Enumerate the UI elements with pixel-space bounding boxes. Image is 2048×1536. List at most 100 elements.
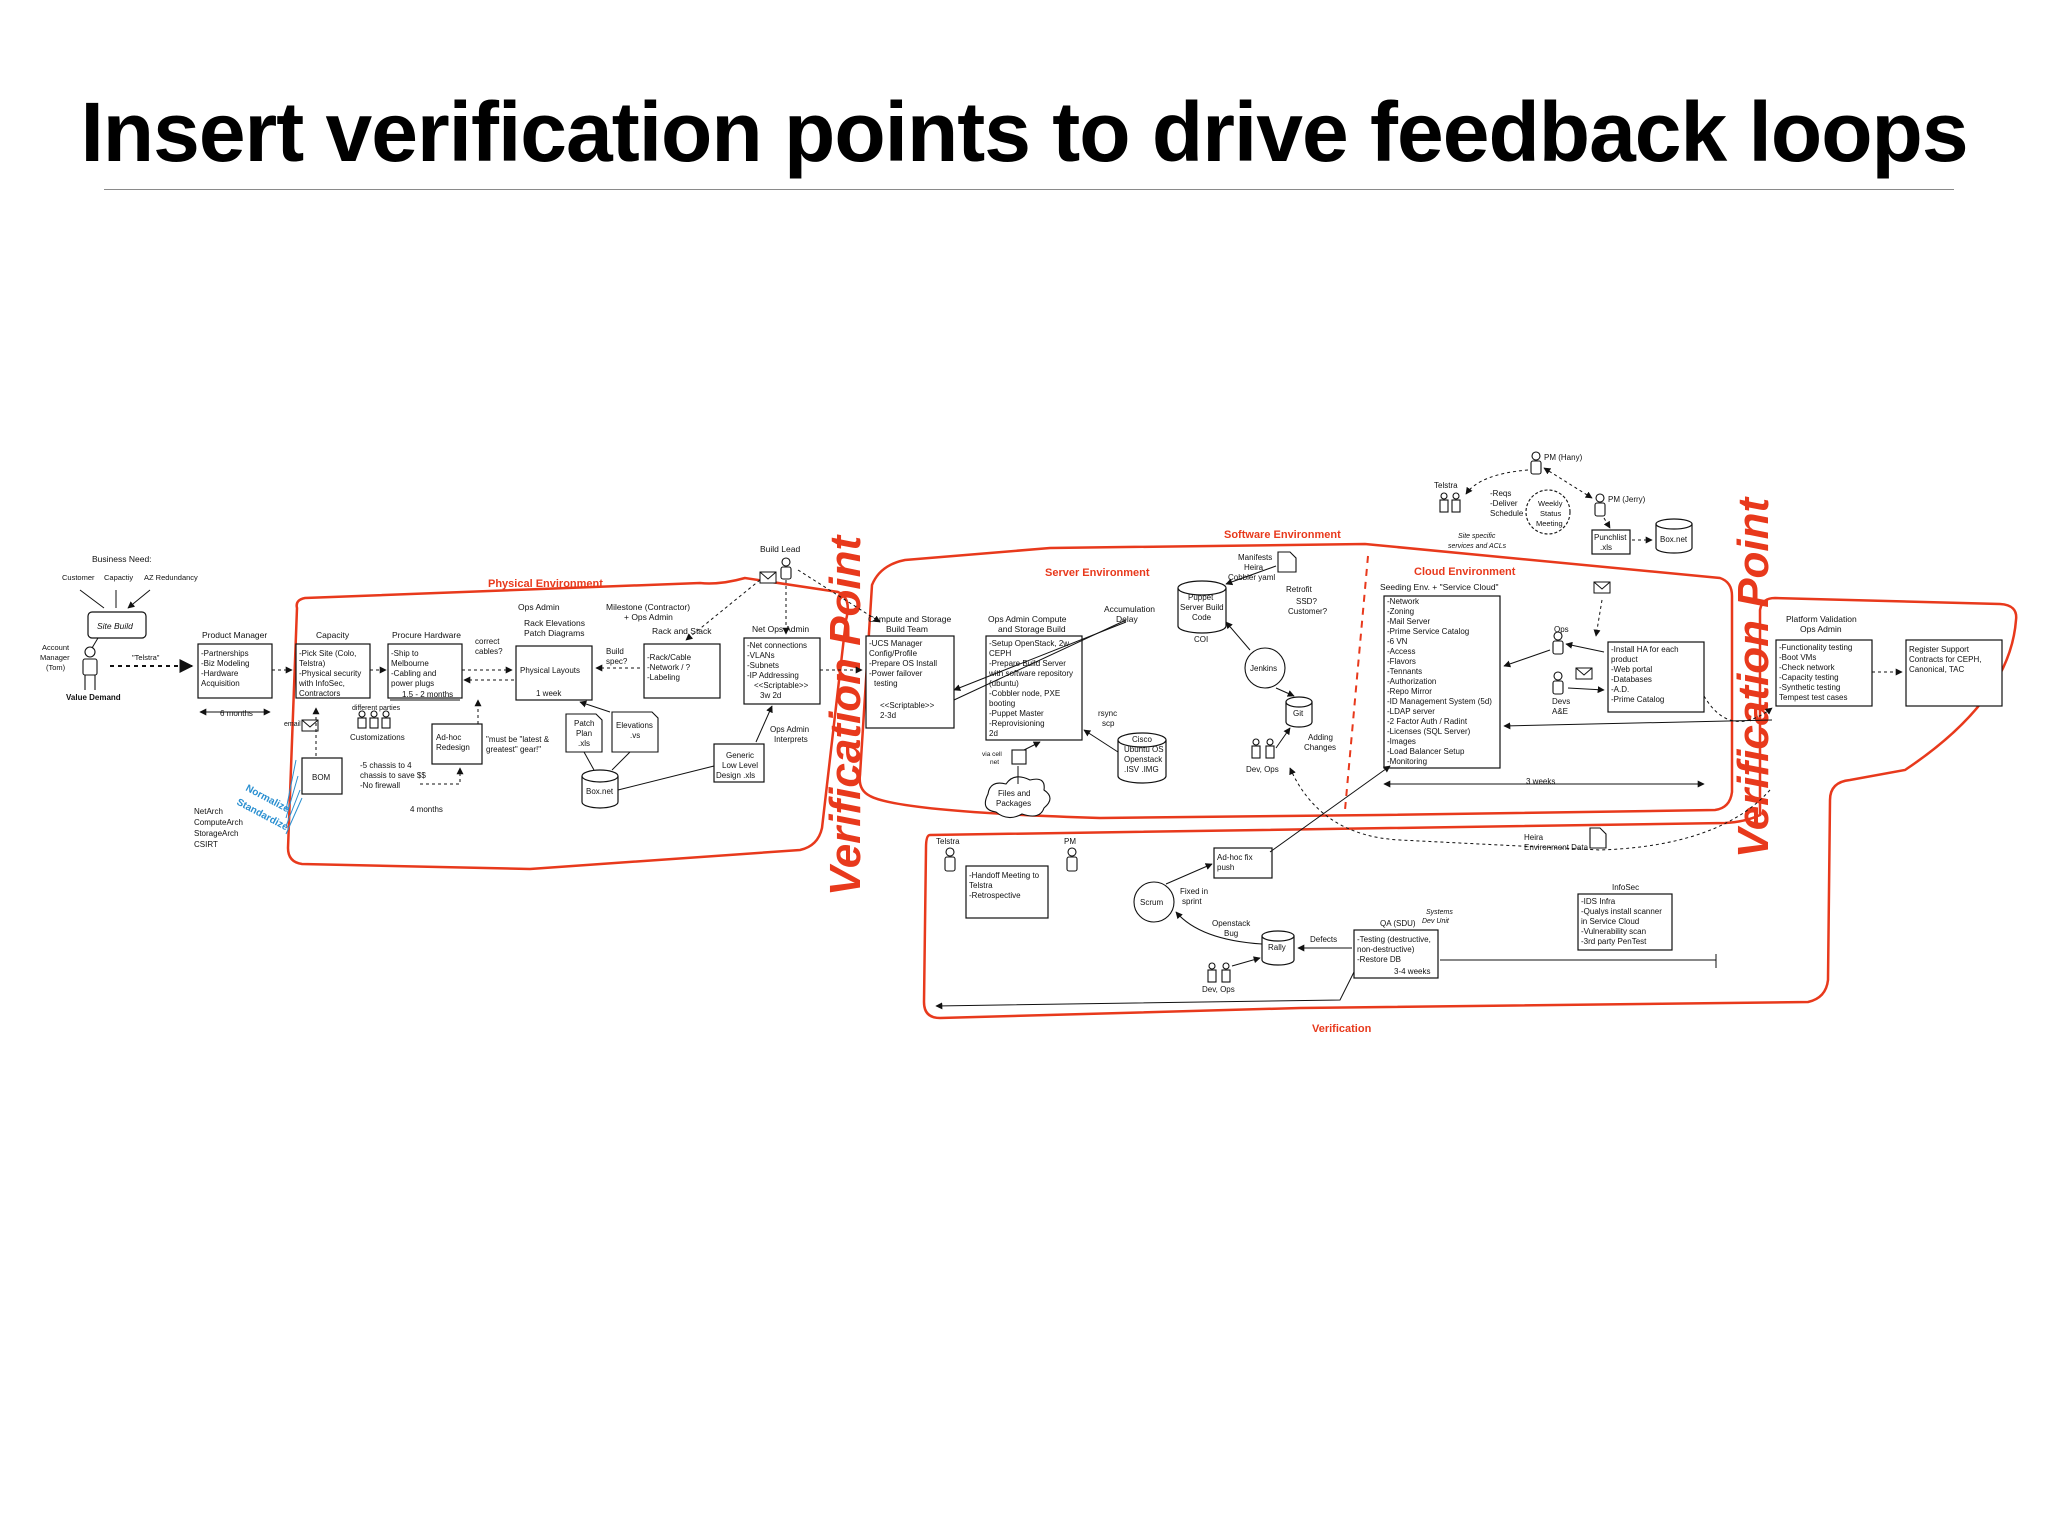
- site-build-label: Site Build: [97, 621, 133, 631]
- build-lead-person-icon: [780, 557, 792, 580]
- infosec-line-1: -IDS Infra: [1581, 897, 1616, 906]
- openstack-bug-2: Bug: [1224, 929, 1238, 938]
- patch-plan-1: Patch: [574, 719, 594, 728]
- cloud-line-13: -2 Factor Auth / Radint: [1387, 717, 1468, 726]
- site-specific-1: Site specific: [1458, 533, 1496, 540]
- latest-gear-2: greatest" gear!": [486, 745, 541, 754]
- chassis-1: -5 chassis to 4: [360, 761, 412, 770]
- ops-compute-label-1: Ops Admin Compute: [988, 614, 1067, 624]
- compute-line-3: -Prepare OS Install: [869, 659, 937, 668]
- platform-line-2: -Boot VMs: [1779, 653, 1816, 662]
- rack-stack-label: Rack and Stack: [652, 626, 712, 636]
- ops-compute-line-4: with software repository: [988, 669, 1073, 678]
- physical-layouts-box: [515, 645, 593, 701]
- cloud-line-8: -Tennants: [1387, 667, 1422, 676]
- accumulation-1: Accumulation: [1104, 604, 1155, 614]
- telstra-quote-label: "Telstra": [132, 653, 160, 662]
- platform-to-cloud-feedback: [1503, 719, 1773, 730]
- reqs-1: -Reqs: [1490, 489, 1511, 498]
- procure-line-3: -Cabling and: [391, 669, 436, 678]
- build-lead-to-compute: [797, 569, 881, 623]
- cloud-line-17: -Monitoring: [1387, 757, 1427, 766]
- punch-to-ha: [1593, 599, 1603, 637]
- verif-dev-ops-label: Dev, Ops: [1202, 985, 1235, 994]
- fixed-sprint-1: Fixed in: [1180, 887, 1208, 896]
- devs-to-ha: [1567, 686, 1605, 694]
- files-2: Packages: [996, 799, 1031, 808]
- adhoc-redesign-1: Ad-hoc: [436, 733, 461, 742]
- reqs-2: -Deliver: [1490, 499, 1518, 508]
- punchlist-box: [1591, 529, 1631, 555]
- verification-point-label-1: Verification Point: [821, 533, 870, 896]
- compute-line-7: <<Scriptable>>: [880, 701, 935, 710]
- infosec-box: [1577, 893, 1673, 951]
- ops-compute-line-5: (ubuntu): [989, 679, 1019, 688]
- compute-label-2: Build Team: [886, 624, 928, 634]
- verif-pm-label: PM: [1064, 837, 1076, 846]
- product-manager-label: Product Manager: [202, 630, 267, 640]
- cell-to-ops: [1023, 741, 1041, 751]
- infosec-label: InfoSec: [1612, 883, 1639, 892]
- manifests-doc: [1277, 551, 1297, 573]
- boxnet-pm-label: Box.net: [1660, 535, 1688, 544]
- verification-point-label-2: Verification Point: [1729, 495, 1778, 858]
- adhoc-fix-to-cloud: [1269, 765, 1391, 853]
- ops-compute-label-2: and Storage Build: [998, 624, 1066, 634]
- chassis-3: -No firewall: [360, 781, 400, 790]
- verification-outline: [922, 596, 2018, 1020]
- scrum-circle: [1133, 881, 1175, 923]
- team-csirt: CSIRT: [194, 840, 218, 849]
- three-weeks-label: 3 weeks: [1526, 777, 1555, 786]
- rally-store: [1261, 930, 1295, 966]
- cloud-line-7: -Flavors: [1387, 657, 1416, 666]
- pm-jerry-label: PM (Jerry): [1608, 495, 1646, 504]
- patch-plan-2: Plan: [576, 729, 592, 738]
- infosec-line-4: -Vulnerability scan: [1581, 927, 1646, 936]
- cisco-to-ops: [1083, 729, 1119, 753]
- interprets-1: Ops Admin: [770, 725, 809, 734]
- compute-line-1: -UCS Manager: [869, 639, 923, 648]
- patch-plan-3: .xls: [578, 739, 590, 748]
- verification-pm-person-icon: [1066, 847, 1078, 872]
- devops-to-rally: [1231, 956, 1261, 967]
- business-need-label: Business Need:: [92, 554, 152, 564]
- interprets-2: Interprets: [774, 735, 808, 744]
- verif-telstra-label: Telstra: [936, 837, 960, 846]
- weekly-status-circle: [1525, 489, 1571, 535]
- ops-compute-line-6: -Cobbler node, PXE: [989, 689, 1060, 698]
- customer-label: Customer: [62, 573, 95, 582]
- systems-1: Systems: [1426, 909, 1453, 916]
- compute-line-4: -Power failover: [869, 669, 923, 678]
- bom-box: [301, 757, 343, 795]
- patch-plan-doc: [565, 713, 603, 753]
- handoff-box: [965, 865, 1049, 919]
- capacity-box: [295, 643, 371, 699]
- elevations-1: Elevations: [616, 721, 653, 730]
- procure-duration: 1.5 - 2 months: [402, 690, 453, 699]
- capacity-need-label: Capactiy: [104, 573, 133, 582]
- cloud-line-9: -Authorization: [1387, 677, 1436, 686]
- accumulation-2: Delay: [1116, 614, 1138, 624]
- net-ops-line-2: -VLANs: [747, 651, 775, 660]
- build-spec-1: Build: [606, 647, 624, 656]
- ha-line-5: -A.D.: [1611, 685, 1629, 694]
- correct-cables-2: cables?: [475, 647, 503, 656]
- ops-compute-line-10: 2d: [989, 729, 998, 738]
- rack-elevations-1: Rack Elevations: [524, 618, 585, 628]
- ops-compute-line-1: -Setup OpenStack, 2w: [989, 639, 1069, 648]
- adhoc-fix-box: [1213, 847, 1273, 879]
- email-envelope-icon: [301, 719, 319, 732]
- openstack-bug-1: Openstack: [1212, 919, 1251, 928]
- weekly-2: Status: [1540, 509, 1562, 518]
- puppet-1: Puppet: [1188, 593, 1214, 602]
- net-ops-line-6: 3w 2d: [760, 691, 781, 700]
- compute-line-2: Config/Profile: [869, 649, 918, 658]
- compute-line-8: 2-3d: [880, 711, 896, 720]
- team-storagearch: StorageArch: [194, 829, 238, 838]
- devs-2: A&E: [1552, 707, 1568, 716]
- scrum-to-adhoc: [1165, 863, 1213, 885]
- verification-return-arrow: [935, 971, 1355, 1010]
- net-ops-box: [743, 637, 821, 705]
- boxnet-store-pm: [1655, 518, 1693, 554]
